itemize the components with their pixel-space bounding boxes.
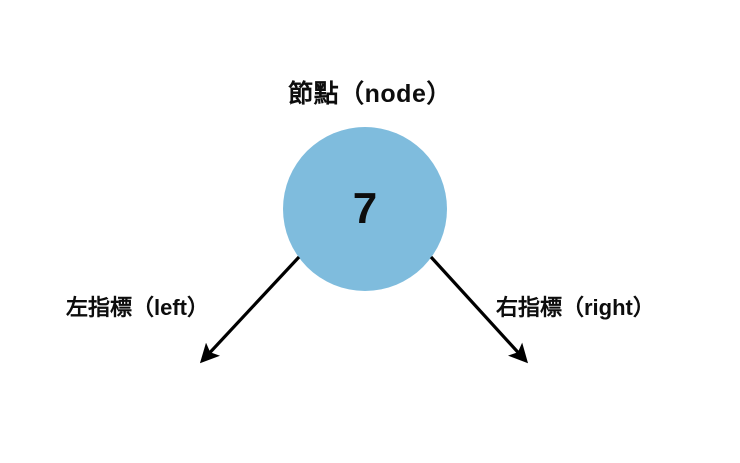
left-pointer-label: 左指標（left） (66, 295, 210, 320)
right-pointer-arrow (429, 255, 529, 364)
right-pointer-label: 右指標（right） (496, 295, 655, 320)
node-title-label: 節點（node） (288, 80, 452, 108)
node-value-label: 7 (352, 184, 378, 233)
left-pointer-arrow (199, 255, 301, 364)
node-circle (283, 127, 447, 291)
